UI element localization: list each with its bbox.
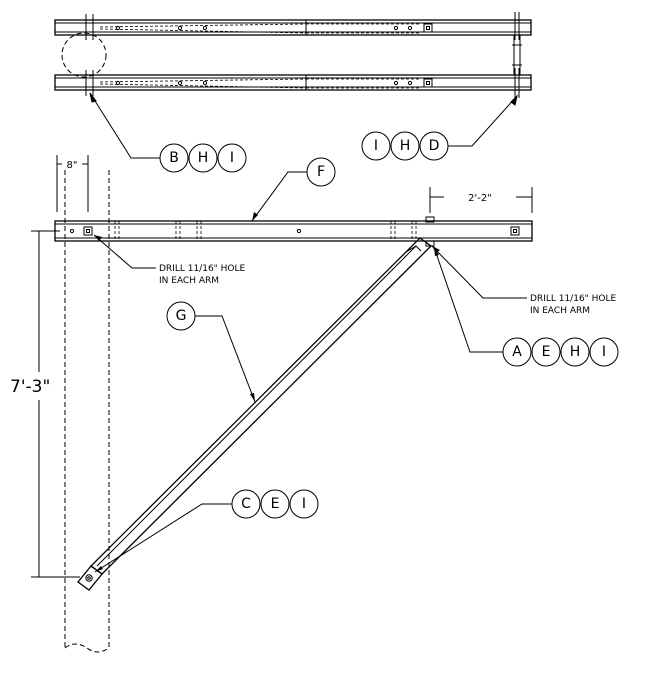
callout-label: D [429,138,440,154]
callout-label: I [302,496,306,512]
leader-aehi [433,246,503,353]
brace [77,237,432,591]
plan-arm-lower [54,68,532,98]
callout-bhi: B H I [159,143,247,173]
callout-aehi: A E H I [502,337,619,367]
plan-spacer-rod [513,34,521,76]
note-right-drill: DRILL 11/16" HOLE IN EACH ARM [530,294,617,316]
note-line: IN EACH ARM [530,306,590,316]
leader-g [195,315,256,403]
callout-label: C [241,496,251,512]
callout-g: G [166,301,196,331]
note-left-drill: DRILL 11/16" HOLE IN EACH ARM [159,264,246,286]
leader-f [251,171,307,222]
callout-cei: C E I [231,489,319,519]
callout-label: F [317,164,325,180]
leader-cei [94,503,232,573]
crossarm [54,216,533,247]
vertical-dimension [31,230,80,578]
note-line: IN EACH ARM [159,276,219,286]
callout-label: I [374,138,378,154]
callout-label: H [400,138,411,154]
callout-label: H [570,344,581,360]
pole-width-dimension [56,155,89,212]
plan-view [54,12,532,98]
arm-offset-label: 2'-2" [468,193,492,204]
callout-label: B [169,150,179,166]
note-line: DRILL 11/16" HOLE [159,264,246,274]
callout-label: E [542,344,551,360]
callout-ihd: I H D [361,131,449,161]
callout-label: H [198,150,209,166]
plan-arm-upper [54,12,532,40]
pole-width-label: 8" [67,160,78,171]
callout-label: A [512,344,522,360]
vertical-dimension-label: 7'-3" [10,377,50,397]
leader-ihd [448,95,518,147]
callout-label: G [176,308,187,324]
callout-label: I [602,344,606,360]
arm-offset-dimension [429,187,533,213]
leader-bhi [89,92,160,159]
callout-label: I [230,150,234,166]
leader-left-drill [93,234,156,269]
leader-right-drill [431,245,527,299]
callout-f: F [306,157,336,187]
note-line: DRILL 11/16" HOLE [530,294,617,304]
callout-label: E [271,496,280,512]
plan-pole-outline [61,32,107,78]
